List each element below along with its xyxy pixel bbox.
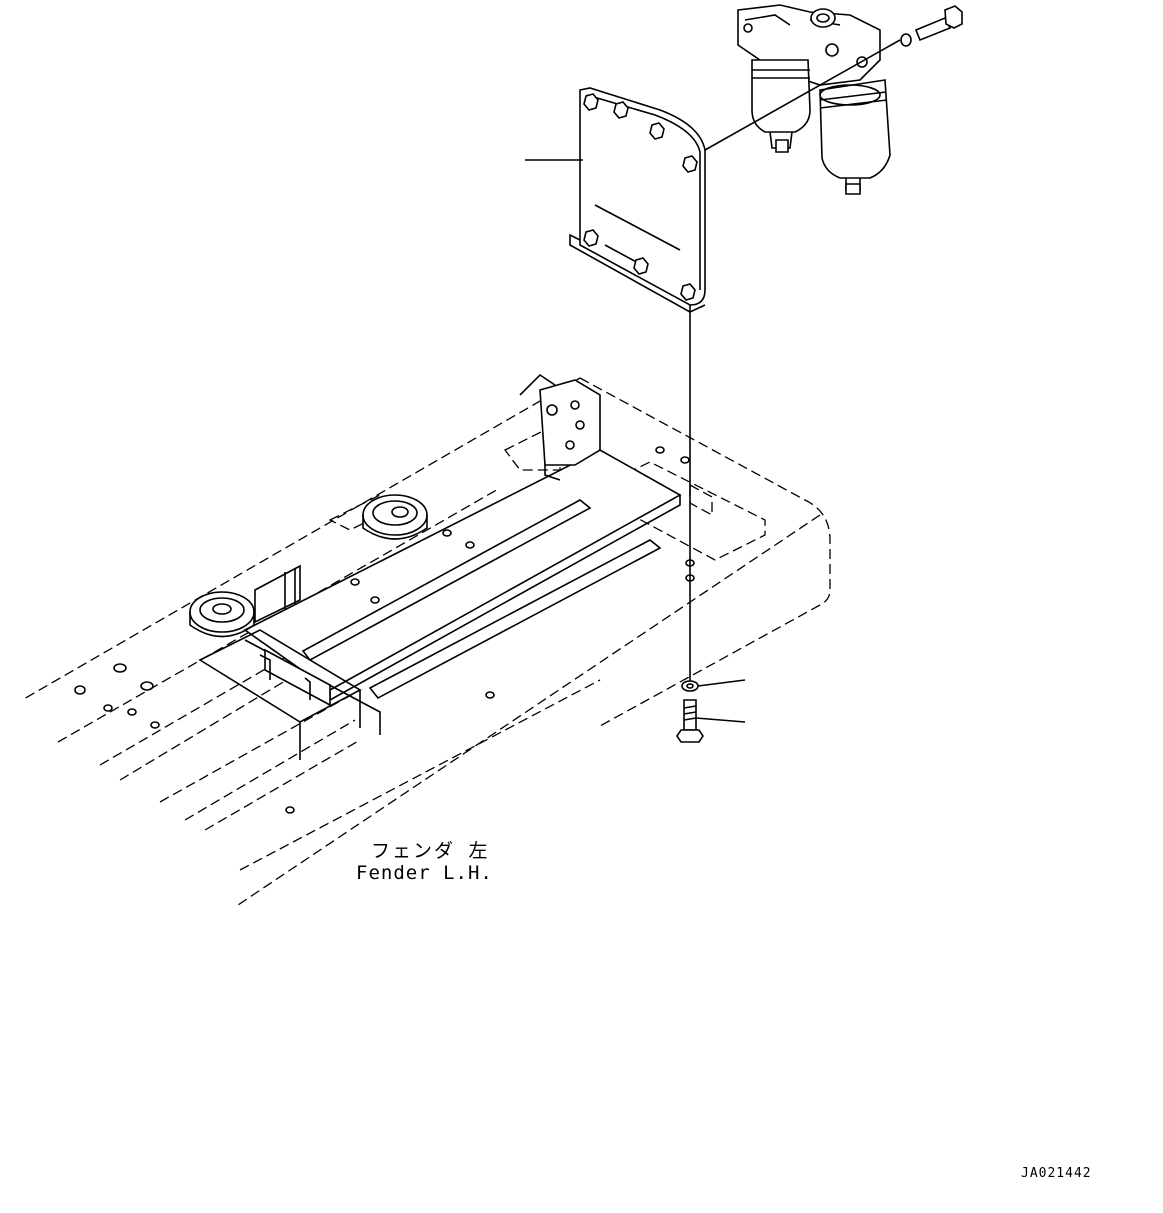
washer-and-bolt bbox=[677, 305, 745, 742]
fender-plates bbox=[245, 450, 680, 735]
fender-channel bbox=[200, 630, 360, 760]
fuel-filter-assembly bbox=[705, 5, 962, 194]
fender-label-japanese: フェンダ 左 bbox=[371, 840, 490, 862]
plate-nuts bbox=[584, 94, 697, 300]
rubber-mounts bbox=[190, 495, 427, 637]
hinge-bracket bbox=[520, 375, 600, 480]
drawing-code: JA021442 bbox=[1021, 1166, 1092, 1181]
fender-label-english: Fender L.H. bbox=[356, 862, 493, 884]
fender-lh bbox=[22, 378, 830, 905]
mounting-plate bbox=[570, 88, 705, 312]
